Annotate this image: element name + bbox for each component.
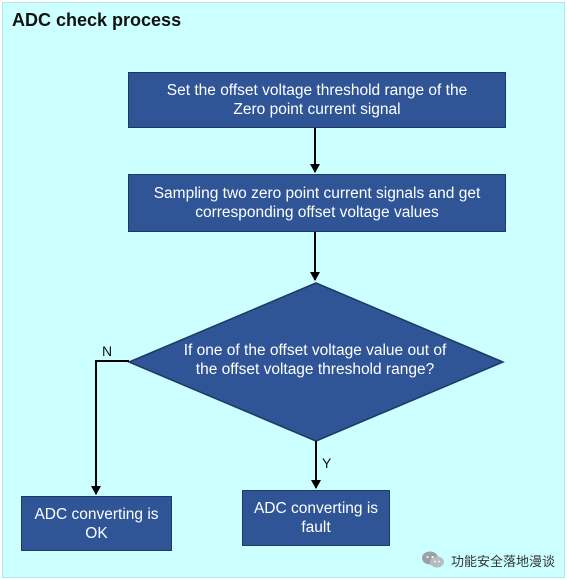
branch-label-yes: Y [322,455,332,471]
set-threshold-box: Set the offset voltage threshold range o… [128,72,506,128]
diagram-title: ADC check process [12,10,182,30]
sampling-box: Sampling two zero point current signals … [128,174,506,232]
source-watermark: 功能安全落地漫谈 [421,550,555,570]
ok-box: ADC converting is OK [21,496,172,551]
arrow-decision-to-ok [91,360,129,495]
decision-label: If one of the offset voltage value out o… [183,342,447,378]
wechat-icon [421,551,444,568]
fault-box: ADC converting is fault [242,490,390,546]
branch-label-no: N [102,343,113,359]
watermark-text: 功能安全落地漫谈 [450,553,555,569]
